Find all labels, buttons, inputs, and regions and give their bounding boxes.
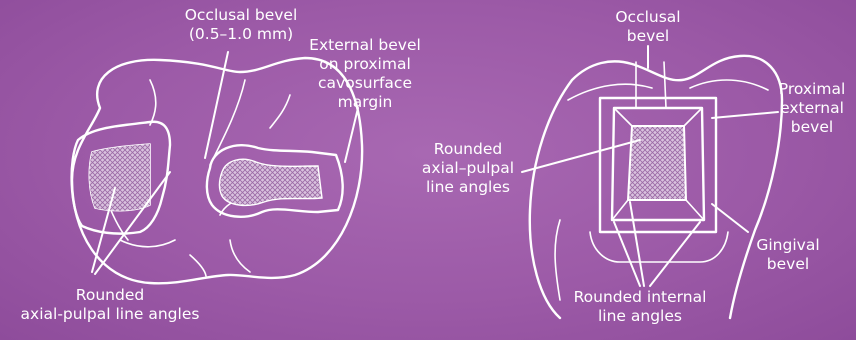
leader-proximal-external-bevel <box>712 112 778 118</box>
occlusal-bevel-funnel <box>614 62 702 126</box>
axial-wall-hatch-proximal <box>628 126 686 200</box>
leader-gingival-bevel <box>712 204 748 232</box>
internal-line-angles <box>612 200 704 220</box>
axial-wall-hatch-right <box>219 159 322 205</box>
axial-wall-hatch-left <box>89 144 150 211</box>
label-rounded-axial-pulpal-left: Rounded axial-pulpal line angles <box>0 286 220 324</box>
label-rounded-axial-pulpal-right: Rounded axial–pulpal line angles <box>416 140 520 197</box>
label-external-bevel: External bevel on proximal cavosurface m… <box>300 36 430 112</box>
label-rounded-internal-line-angles: Rounded internal line angles <box>550 288 730 326</box>
label-occlusal-bevel-right: Occlusal bevel <box>605 8 691 46</box>
leader-external-bevel <box>345 108 358 162</box>
gingival-outline <box>590 232 728 262</box>
leader-internal-b <box>630 202 644 286</box>
label-gingival-bevel: Gingival bevel <box>738 236 838 274</box>
label-occlusal-bevel-left: Occlusal bevel (0.5–1.0 mm) <box>166 6 316 44</box>
label-proximal-external-bevel: Proximal external bevel <box>770 80 854 137</box>
